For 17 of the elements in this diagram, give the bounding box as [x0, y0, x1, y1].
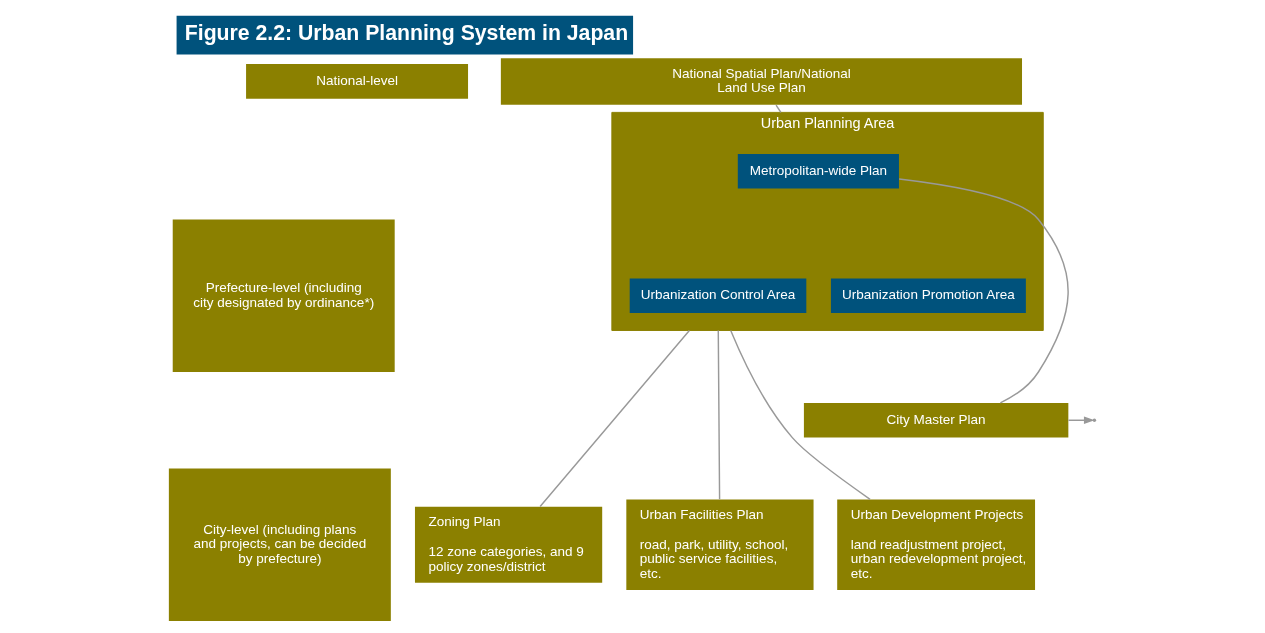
- node-box: Urbanization Promotion Area: [830, 278, 1026, 314]
- node-box: Urbanization Control Area: [629, 278, 807, 314]
- node-box: City-level (including plans and projects, can be decided by prefecture): [168, 468, 391, 621]
- node-box: Prefecture-level (including city designated by ordinance*): [172, 219, 395, 372]
- node-box: Urban Facilities Plan road, park, utility, school, public service facilities, etc.: [626, 499, 814, 591]
- node-box: Metropolitan-wide Plan: [737, 153, 899, 189]
- node-box: Urban Development Projects land readjustment project, urban redevelopment project, etc.: [837, 499, 1036, 591]
- node-box: Zoning Plan 12 zone categories, and 9 policy zones/district: [414, 506, 603, 583]
- connector: [898, 178, 1069, 404]
- diagram-title: Figure 2.2: Urban Planning System in Japan: [184, 20, 629, 44]
- connector: [775, 104, 782, 114]
- node-box: National-level: [246, 64, 469, 99]
- connector: [730, 329, 871, 501]
- node-box: City Master Plan: [803, 402, 1069, 438]
- connector: [717, 329, 721, 501]
- node-box: National Spatial Plan/National Land Use Plan: [500, 58, 1022, 105]
- connector: [539, 329, 691, 508]
